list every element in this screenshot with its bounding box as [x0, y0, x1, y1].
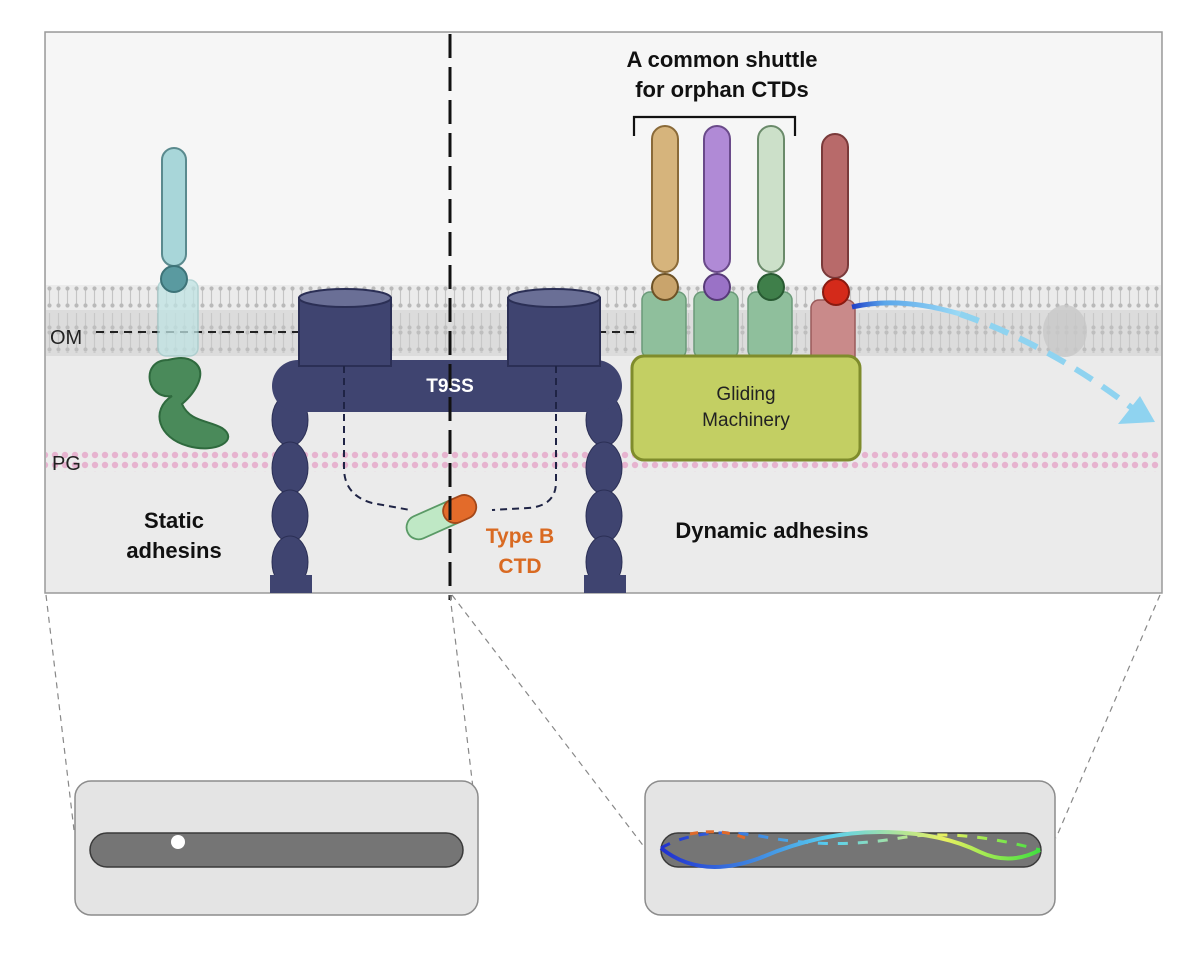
migration-path-dashed	[959, 311, 1134, 411]
zoom-connectors	[45, 594, 1161, 849]
dynamic-adhesins-label: Dynamic adhesins	[675, 518, 868, 543]
dynamic-cell-inset	[644, 780, 1056, 916]
adhesin-trajectory-back	[660, 831, 1041, 852]
type-b-ctd-label-2: CTD	[498, 555, 541, 578]
static-adhesins-label-1: Static	[144, 508, 204, 533]
static-cell-inset	[74, 780, 479, 916]
secretion-path-right	[491, 366, 557, 511]
adhesin-trajectory-front	[659, 829, 1041, 869]
extracellular-space	[46, 33, 1161, 285]
static-adhesins-label-2: adhesins	[126, 538, 221, 563]
gliding-machinery	[630, 354, 862, 462]
orphan-adhesin-red	[810, 133, 856, 367]
orphan-adhesin-tan	[641, 125, 687, 359]
main-panel: OM PG	[44, 31, 1163, 600]
static-cell	[89, 832, 464, 868]
gliding-label-2: Machinery	[702, 410, 790, 431]
pg-label: PG	[52, 453, 81, 475]
type-b-ctd-label-1: Type B	[486, 525, 554, 548]
static-adhesin-anchor	[148, 357, 230, 450]
migration-arrowhead	[1118, 396, 1155, 424]
shuttle-bracket	[632, 115, 797, 136]
t9ss-complex: T9SS Type B CTD	[270, 288, 626, 593]
orphan-adhesin-green	[747, 125, 793, 359]
shuttle-title-1: A common shuttle	[626, 47, 817, 72]
static-adhesin	[148, 147, 230, 450]
outer-membrane	[46, 286, 1161, 357]
dynamic-adhesins: A common shuttle for orphan CTDs	[626, 47, 1155, 543]
t9ss-body	[272, 360, 622, 412]
shuttle-title-2: for orphan CTDs	[635, 77, 809, 102]
gliding-label-1: Gliding	[716, 384, 775, 405]
secretion-path	[343, 366, 411, 511]
static-adhesin-spot	[171, 835, 185, 849]
om-label: OM	[50, 327, 82, 349]
migration-path-solid	[851, 300, 961, 317]
